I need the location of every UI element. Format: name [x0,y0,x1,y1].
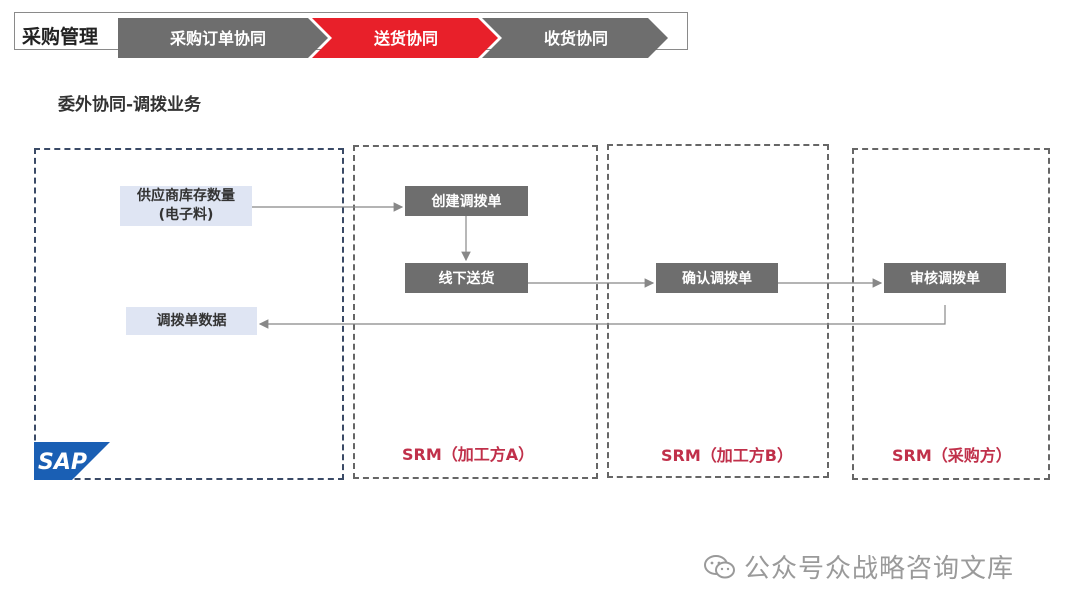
chevron-step-2[interactable] [312,18,498,58]
sap-logo: SAP [34,442,110,480]
box-create-transfer[interactable]: 创建调拨单 [405,186,528,216]
arrow-review-to-transfer-data [258,305,946,329]
box-supplier-inventory-line2: (电子料) [158,207,214,223]
page-title: 委外协同-调拨业务 [58,95,202,115]
box-review-transfer[interactable]: 审核调拨单 [884,263,1006,293]
chevron-step-2-label: 送货协同 [373,29,438,48]
lane-label-processor-b: SRM（加工方B） [661,446,793,465]
watermark: 公众号众战略咨询文库 [704,548,1014,585]
header-label: 采购管理 [22,26,99,48]
box-transfer-data[interactable]: 调拨单数据 [126,307,257,335]
chevron-step-3[interactable] [482,18,668,58]
box-review-transfer-label: 审核调拨单 [910,271,980,287]
box-create-transfer-label: 创建调拨单 [431,194,502,210]
lane-purchaser [852,148,1050,480]
lane-processor-b [607,144,829,478]
sap-logo-text: SAP [38,450,87,475]
chevron-step-1-label: 采购订单协同 [169,29,266,48]
box-offline-delivery-label: 线下送货 [438,271,495,287]
wechat-icon [704,554,735,578]
lane-label-purchaser: SRM（采购方） [892,446,1012,465]
box-confirm-transfer-label: 确认调拨单 [682,271,752,287]
watermark-text: 公众号众战略咨询文库 [744,554,1015,584]
box-transfer-data-label: 调拨单数据 [156,312,227,329]
lane-sap [34,148,344,480]
box-confirm-transfer[interactable]: 确认调拨单 [656,263,778,293]
lane-processor-a [353,145,598,479]
process-chevrons: 采购订单协同 送货协同 收货协同 [118,18,668,58]
chevron-step-3-label: 收货协同 [544,29,608,48]
box-supplier-inventory-line1: 供应商库存数量 [137,188,235,204]
chevron-step-1[interactable] [118,18,328,58]
box-supplier-inventory[interactable]: 供应商库存数量 (电子料) [120,186,252,226]
lane-label-processor-a: SRM（加工方A） [402,445,535,464]
box-offline-delivery[interactable]: 线下送货 [405,263,528,293]
